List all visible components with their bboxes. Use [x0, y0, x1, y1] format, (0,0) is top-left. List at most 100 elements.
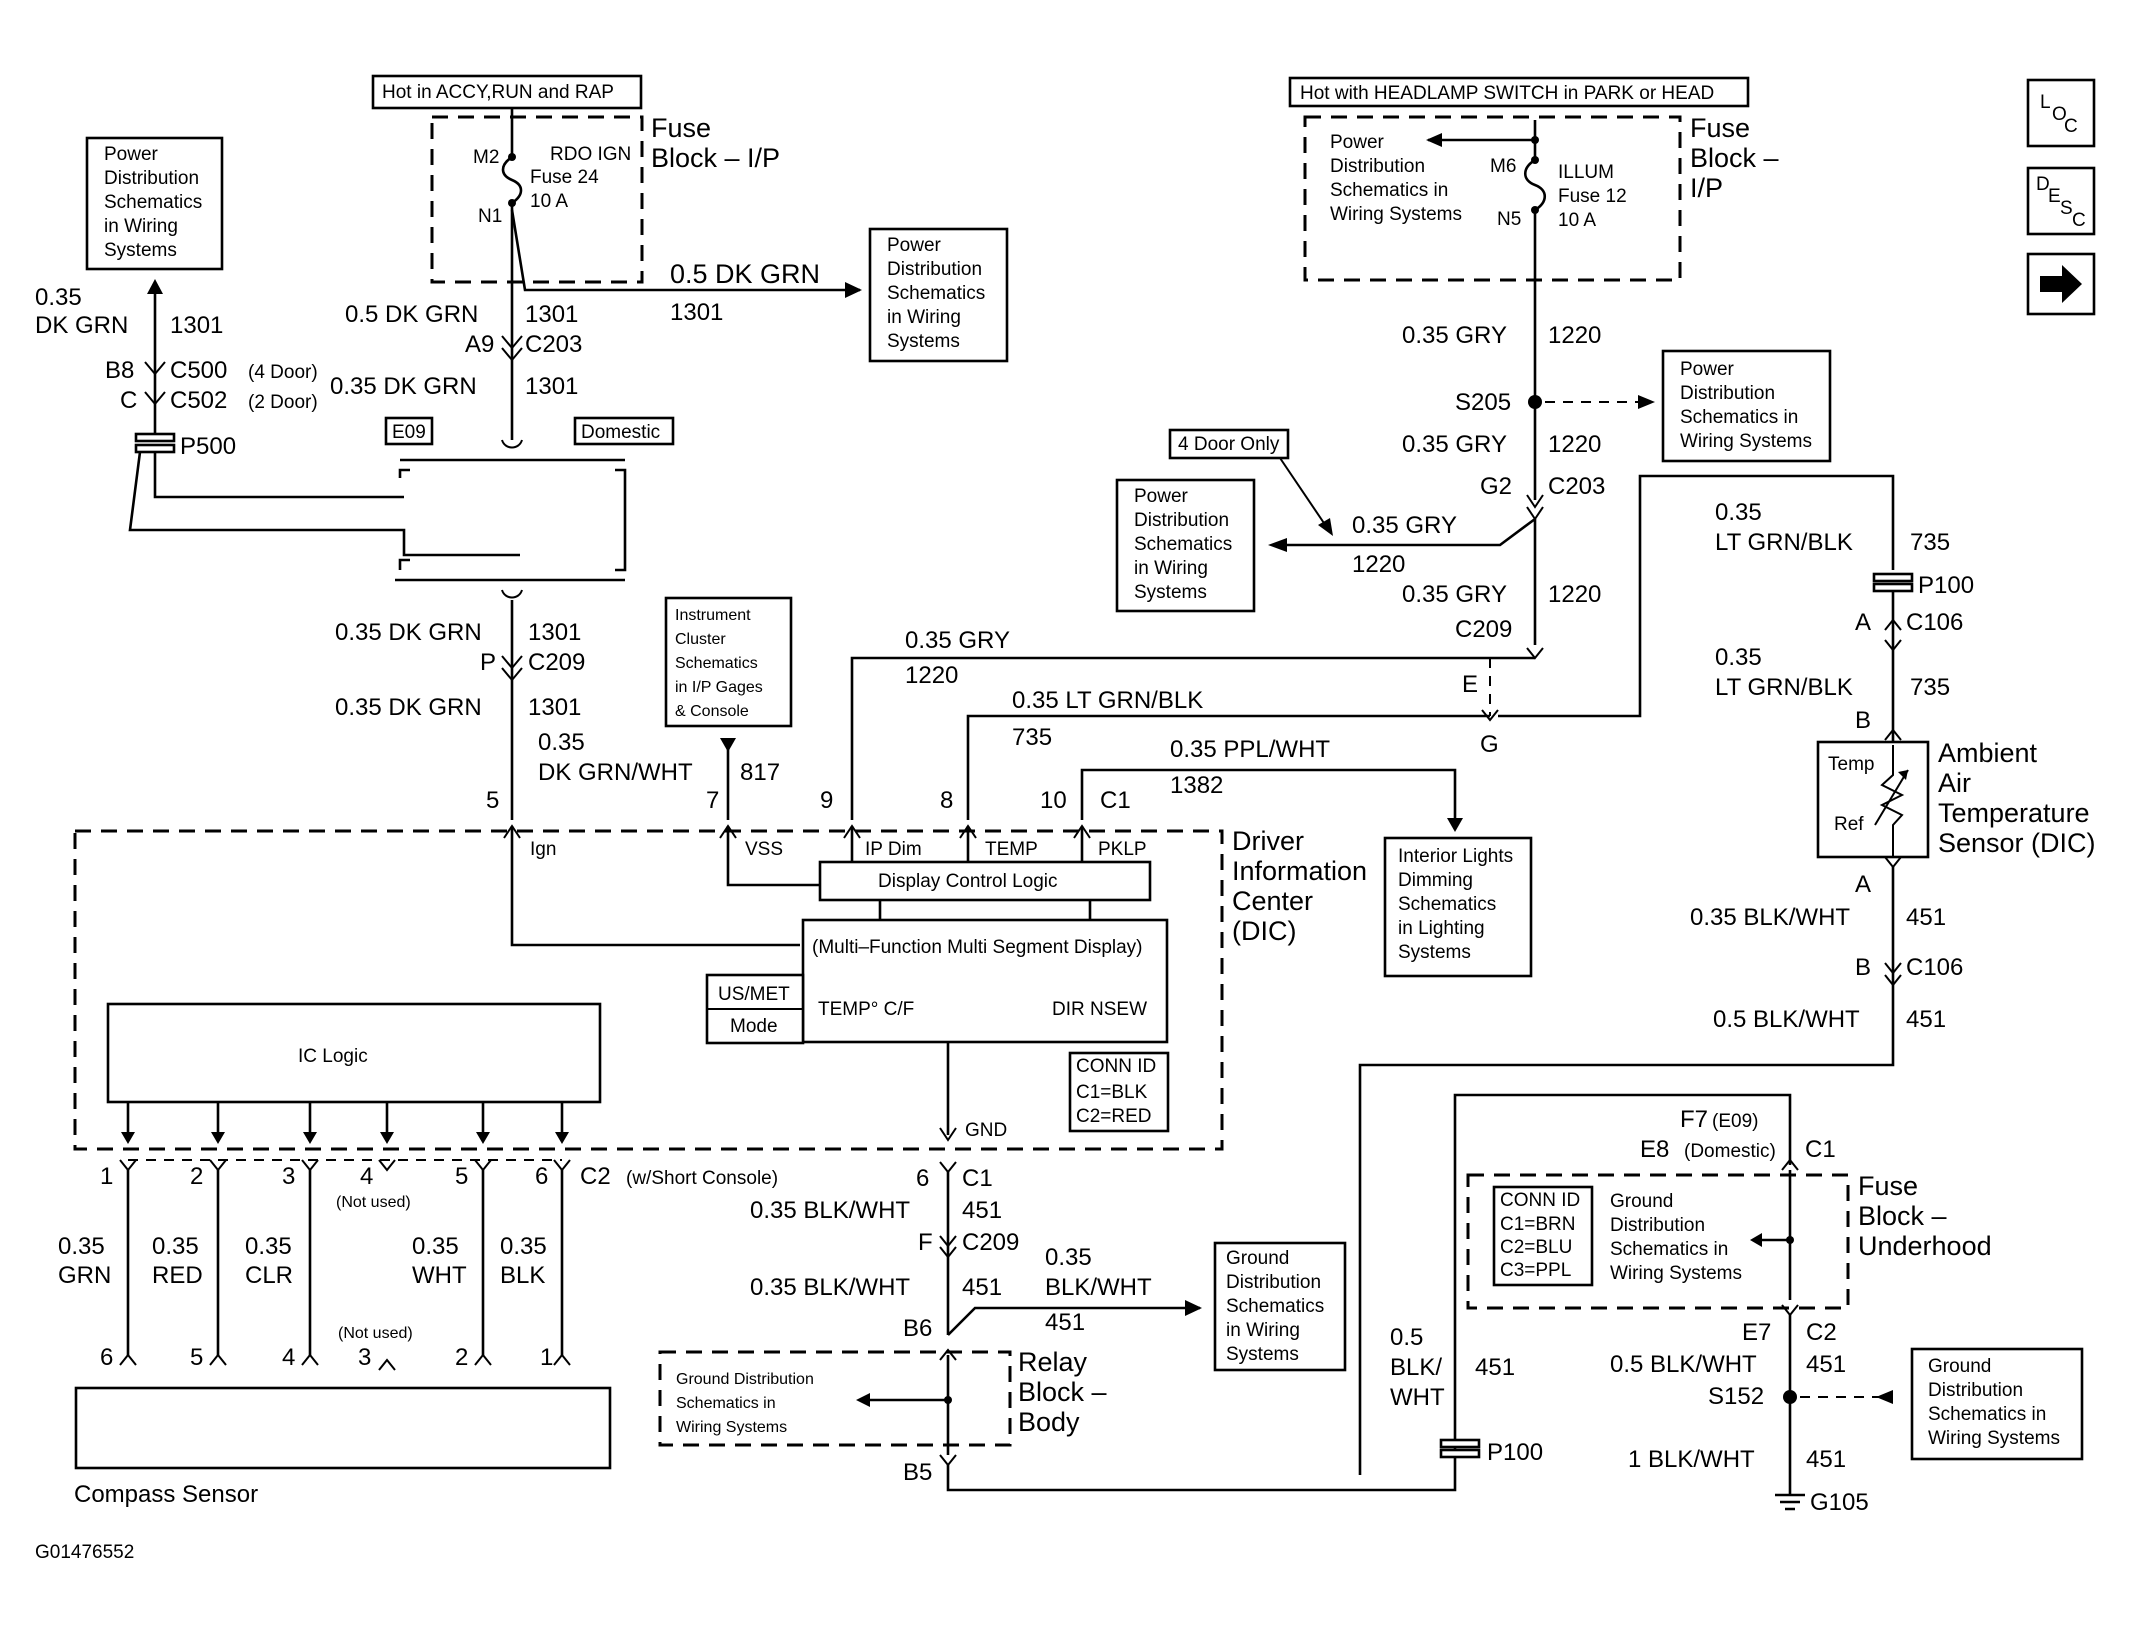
diagram-label: Cluster — [675, 631, 726, 648]
diagram-label: C203 — [525, 331, 582, 358]
diagram-label: 0.35 DK GRN — [330, 373, 477, 400]
diagram-label: C1 — [962, 1165, 993, 1192]
diagram-label: C500 — [170, 357, 227, 384]
next-button[interactable] — [2026, 252, 2096, 316]
diagram-label: RDO IGN — [550, 144, 631, 165]
diagram-label: Wiring Systems — [1610, 1263, 1742, 1284]
diagram-label: (Not used) — [338, 1325, 413, 1342]
diagram-label: 5 — [455, 1163, 468, 1190]
diagram-label: 735 — [1012, 724, 1052, 751]
diagram-label: 0.5 DK GRN — [345, 301, 478, 328]
diagram-label: 0.35 DK GRN — [335, 694, 482, 721]
diagram-label: Temperature — [1938, 798, 2090, 828]
diagram-label: F7 — [1680, 1106, 1708, 1133]
pd-mid-text: Power Distribution Schematics in Wiring … — [887, 235, 985, 352]
diagram-label: 10 — [1040, 787, 1067, 814]
arrow-right-icon — [2040, 265, 2082, 303]
diagram-label: E — [1462, 671, 1478, 698]
pd-4door-text: Power Distribution Schematics in Wiring … — [1134, 486, 1232, 603]
diagram-label: Distribution — [887, 259, 982, 280]
diagram-label: Distribution — [1226, 1272, 1321, 1293]
loc-button[interactable]: LOC — [2026, 78, 2096, 148]
diagram-label: A — [1855, 871, 1871, 898]
diagram-label: 0.35 — [500, 1233, 547, 1260]
diagram-label: C3=PPL — [1500, 1260, 1571, 1281]
diagram-label: 10 A — [1558, 210, 1596, 231]
diagram-label: Distribution — [1928, 1380, 2023, 1401]
diagram-label: 4 — [282, 1344, 295, 1371]
diagram-label: Ground Distribution — [676, 1371, 814, 1388]
diagram-label: ILLUM — [1558, 162, 1614, 183]
diagram-label: Schematics — [104, 192, 202, 213]
diagram-label: Sensor (DIC) — [1938, 828, 2096, 858]
diagram-label: C209 — [528, 649, 585, 676]
diagram-label: 451 — [1806, 1446, 1846, 1473]
diagram-label: PKLP — [1098, 839, 1147, 860]
diagram-label: 8 — [940, 787, 953, 814]
diagram-label: C2 — [580, 1163, 611, 1190]
diagram-label: 9 — [820, 787, 833, 814]
diagram-label: 0.35 GRY — [1402, 431, 1507, 458]
diagram-label: (w/Short Console) — [626, 1168, 778, 1189]
diagram-label: M6 — [1490, 156, 1516, 177]
diagram-label: 0.35 DK GRN — [335, 619, 482, 646]
diagram-label: 451 — [1475, 1354, 1515, 1381]
diagram-label: Block – — [1858, 1201, 1947, 1231]
diagram-label: Schematics — [1398, 894, 1496, 915]
diagram-label: S205 — [1455, 389, 1511, 416]
ground-icon — [1775, 1493, 1805, 1511]
diagram-label: Interior Lights — [1398, 846, 1513, 867]
diagram-label: 451 — [1906, 1006, 1946, 1033]
diagram-label: Schematics in — [1330, 180, 1448, 201]
diagram-label: 0.35 — [1045, 1244, 1092, 1271]
diagram-label: in Wiring — [1134, 558, 1208, 579]
diagram-label: 1301 — [528, 619, 581, 646]
diagram-label: Schematics in — [1610, 1239, 1728, 1260]
diagram-label: Block – — [1018, 1377, 1107, 1407]
diagram-label: Schematics — [887, 283, 985, 304]
diagram-label: N5 — [1497, 209, 1521, 230]
pd-s205-text: Power Distribution Schematics in Wiring … — [1680, 359, 1812, 452]
diagram-label: Ground — [1226, 1248, 1289, 1269]
diagram-label: LT GRN/BLK — [1715, 529, 1853, 556]
diagram-label: 1301 — [525, 373, 578, 400]
diagram-label: 451 — [1906, 904, 1946, 931]
gd-mid-text: Ground Distribution Schematics in Wiring… — [1226, 1248, 1324, 1365]
diagram-label: A9 — [465, 331, 494, 358]
diagram-label: 817 — [740, 759, 780, 786]
gd-s152-text: Ground Distribution Schematics in Wiring… — [1928, 1356, 2060, 1449]
diagram-label: IC Logic — [298, 1046, 368, 1067]
diagram-label: 1220 — [1548, 431, 1601, 458]
diagram-label: in Lighting — [1398, 918, 1485, 939]
diagram-label: 5 — [486, 787, 499, 814]
diagram-label: B8 — [105, 357, 134, 384]
diagram-label: Wiring Systems — [1680, 431, 1812, 452]
diagram-label: 1 BLK/WHT — [1628, 1446, 1755, 1473]
diagram-label: 0.35 GRY — [905, 627, 1010, 654]
diagram-label: (E09) — [1712, 1111, 1758, 1132]
diagram-label: Information — [1232, 856, 1367, 886]
diagram-label: Ign — [530, 839, 556, 860]
diagram-label: F — [918, 1229, 933, 1256]
diagram-label: 0.35 PPL/WHT — [1170, 736, 1330, 763]
diagram-label: B5 — [903, 1459, 932, 1486]
diagram-label: Distribution — [1680, 383, 1775, 404]
diagram-label: Distribution — [1134, 510, 1229, 531]
diagram-label: Underhood — [1858, 1231, 1992, 1261]
diagram-label: 735 — [1910, 674, 1950, 701]
diagram-label: Dimming — [1398, 870, 1473, 891]
diagram-label: Air — [1938, 768, 1971, 798]
diagram-label: E8 — [1640, 1136, 1669, 1163]
diagram-label: C1=BLK — [1076, 1082, 1148, 1103]
diagram-label: 1382 — [1170, 772, 1223, 799]
diagram-label: Wiring Systems — [1928, 1428, 2060, 1449]
diagram-label: Ref — [1834, 814, 1864, 835]
diagram-label: 2 — [455, 1344, 468, 1371]
svg-text:C: C — [2064, 116, 2078, 137]
diagram-label: 6 — [916, 1165, 929, 1192]
gd-relay-text: Ground Distribution Schematics in Wiring… — [676, 1371, 814, 1436]
diagram-label: Wiring Systems — [676, 1419, 787, 1436]
diagram-label: 1 — [540, 1344, 553, 1371]
diagram-label: C1=BRN — [1500, 1214, 1576, 1235]
